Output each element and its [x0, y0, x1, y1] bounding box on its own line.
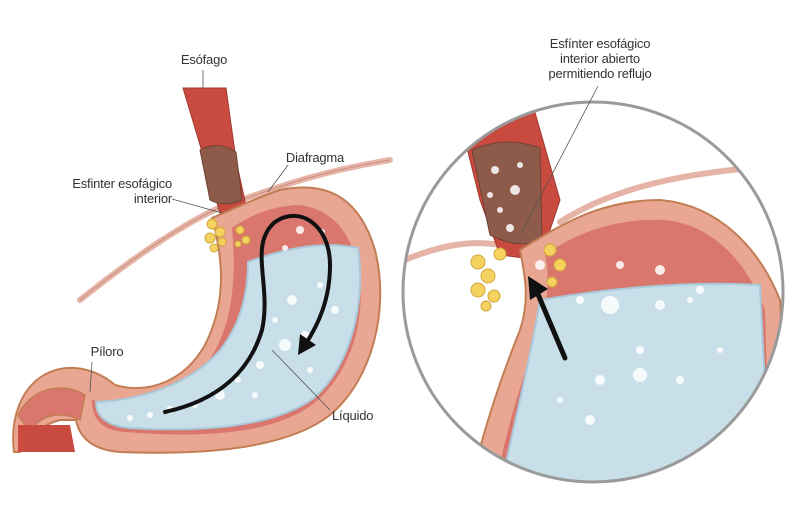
stomach-liquid-zoomed [498, 282, 772, 482]
label-esophagus: Esófago [180, 52, 228, 67]
leader-diaphragm [267, 164, 289, 193]
reflux-arrow [534, 289, 568, 361]
label-pylorus: Píloro [90, 344, 124, 359]
label-open-sphincter-line3: permitiendo reflujo [548, 66, 652, 81]
label-liquid: Líquido [332, 408, 374, 423]
pylorus [17, 387, 86, 434]
fat-deposits-left [204, 218, 251, 253]
label-lower-sphincter: Esfinter esofágico interior [60, 176, 172, 206]
label-lower-sphincter-line2: interior [133, 191, 172, 206]
leader-sphincter [171, 198, 223, 214]
stomach-liquid [94, 244, 362, 431]
bubbles-left [127, 226, 339, 421]
zoom-view [401, 85, 785, 484]
esophagus-bubbles [487, 162, 523, 232]
circulation-arrow [163, 214, 333, 414]
fat-deposits-right [470, 243, 567, 312]
leader-pylorus [89, 361, 93, 393]
label-lower-sphincter-line1: Esfinter esofágico [72, 176, 172, 191]
label-open-sphincter-line1: Esfínter esofágico [549, 36, 651, 51]
leader-open-sphincter [521, 85, 599, 233]
left-stomach-illustration [12, 70, 393, 454]
diaphragm-right [403, 240, 503, 265]
leader-liquid [271, 349, 331, 411]
label-diaphragm: Diafragma [285, 150, 345, 165]
circulation-arrowhead [298, 334, 316, 355]
label-open-sphincter: Esfínter esofágico interior abierto perm… [540, 36, 660, 81]
reflux-arrowhead [528, 276, 548, 300]
label-open-sphincter-line2: interior abierto [560, 51, 640, 66]
zoom-circle-border [401, 100, 785, 484]
